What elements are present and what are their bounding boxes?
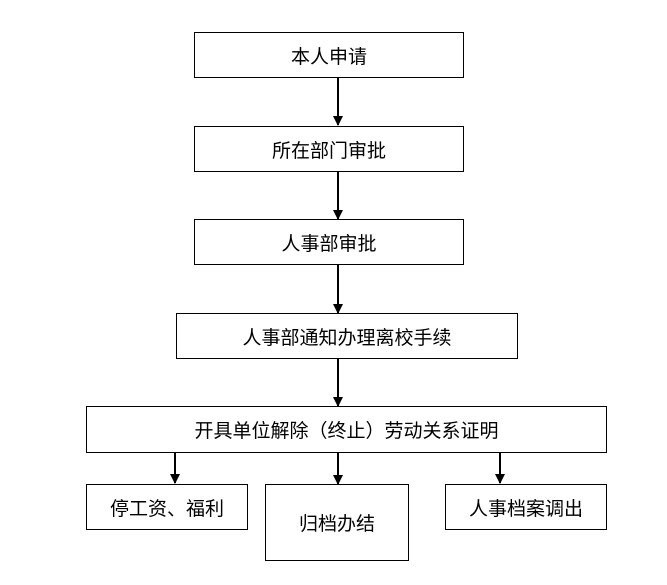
step-personal-application: 本人申请 (194, 32, 464, 78)
step-issue-termination-certificate: 开具单位解除（终止）劳动关系证明 (86, 406, 607, 453)
outcome-stop-salary-benefits: 停工资、福利 (86, 484, 248, 530)
step-hr-notify-departure: 人事部通知办理离校手续 (176, 313, 518, 359)
outcome-archive-complete: 归档办结 (265, 484, 409, 561)
step-hr-approval: 人事部审批 (194, 219, 464, 265)
outcome-transfer-hr-file: 人事档案调出 (445, 484, 607, 530)
step-department-approval: 所在部门审批 (194, 126, 464, 172)
